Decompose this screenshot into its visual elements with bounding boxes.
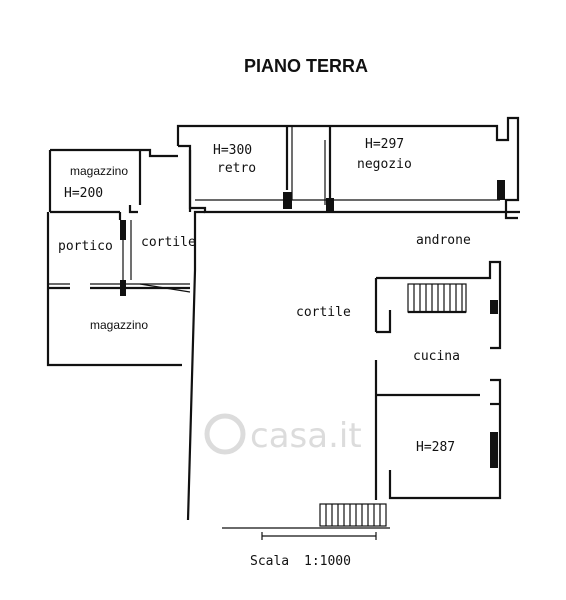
left-building-walls (46, 148, 192, 367)
courtyard-walls (186, 210, 390, 540)
label-negozio-height: H=297 (365, 137, 404, 152)
label-retro-height: H=300 (213, 143, 252, 158)
label-kitchen-height: H=287 (416, 440, 455, 455)
label-portico: portico (58, 239, 113, 254)
label-magazzino-bottom: magazzino (90, 318, 148, 332)
label-cortile-main: cortile (296, 305, 351, 320)
label-negozio: negozio (357, 157, 412, 172)
scale-label: Scala (250, 554, 289, 569)
top-building-walls (176, 116, 520, 220)
scale-value: 1:1000 (304, 554, 351, 569)
label-cucina: cucina (413, 349, 460, 364)
watermark: casa.it (204, 413, 362, 456)
staircase-lower (319, 503, 387, 527)
right-building-walls (374, 260, 502, 500)
label-cortile-small: cortile (141, 235, 196, 250)
label-androne: androne (416, 233, 471, 248)
label-magazzino-top: magazzino (70, 164, 128, 178)
staircase-upper (407, 283, 467, 314)
label-retro: retro (217, 161, 256, 176)
watermark-text: casa.it (250, 416, 362, 456)
label-magazzino-top-height: H=200 (64, 186, 103, 201)
plan-title: PIANO TERRA (244, 56, 368, 76)
